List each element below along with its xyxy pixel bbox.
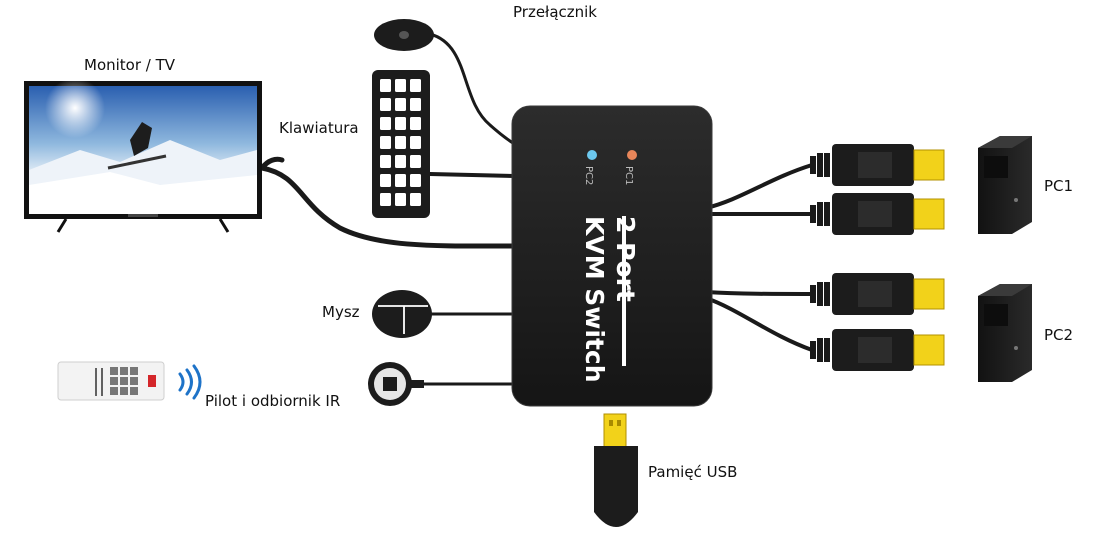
pc1-tower [978, 136, 1032, 234]
ir-receiver [368, 362, 424, 406]
pc1-cable-a [704, 163, 814, 210]
mouse-device [372, 290, 432, 338]
cables [259, 32, 814, 386]
monitor-cable [259, 165, 518, 249]
ir-signal-icon [178, 364, 202, 400]
pc1-label: PC1 [1044, 177, 1074, 195]
remote-button [130, 377, 138, 385]
keyboard-key [395, 117, 406, 130]
monitor-tv [24, 78, 262, 233]
pc2-cable-b [704, 296, 814, 352]
remote-button [110, 367, 118, 375]
keyboard-label: Klawiatura [279, 119, 359, 137]
mouse-label: Mysz [322, 303, 360, 321]
switch-button-device [374, 19, 434, 51]
keyboard-key [410, 155, 421, 168]
keyboard-cable [428, 172, 517, 178]
pc2-cable-a [704, 290, 814, 296]
usb-stick [594, 413, 638, 527]
usb-label: Pamięć USB [648, 463, 738, 481]
keyboard-key [395, 136, 406, 149]
remote-button [120, 367, 128, 375]
led-pc2-label: PC2 [583, 166, 594, 185]
hdmi-plug [810, 273, 945, 315]
monitor-cable-tail [259, 156, 285, 171]
keyboard-key [410, 79, 421, 92]
keyboard-key [380, 136, 391, 149]
keyboard-device [372, 70, 430, 218]
keyboard-key [380, 117, 391, 130]
kvm-switch-device: PC2 PC1 2 Port KVM Switch [511, 105, 713, 407]
keyboard-key [410, 193, 421, 206]
keyboard-key [395, 79, 406, 92]
keyboard-key [410, 174, 421, 187]
hdmi-plug [810, 144, 945, 186]
keyboard-key [395, 174, 406, 187]
keyboard-key [380, 79, 391, 92]
kvm-title-line2: KVM Switch [580, 216, 609, 383]
monitor-label: Monitor / TV [84, 56, 176, 74]
led-pc1-label: PC1 [623, 166, 634, 185]
keyboard-key [410, 136, 421, 149]
ir-label: Pilot i odbiornik IR [205, 392, 341, 410]
switch-button-cable [428, 32, 518, 147]
hdmi-plug [810, 329, 945, 371]
hdmi-plug [810, 193, 945, 235]
remote-button [130, 387, 138, 395]
hdmi-connectors [810, 144, 945, 371]
ir-remote [57, 361, 165, 401]
keyboard-key [410, 98, 421, 111]
keyboard-key [395, 98, 406, 111]
keyboard-key [395, 155, 406, 168]
keyboard-key [380, 193, 391, 206]
keyboard-key [395, 193, 406, 206]
pc2-tower [978, 284, 1032, 382]
keyboard-key [410, 117, 421, 130]
keyboard-key [380, 174, 391, 187]
remote-button [120, 387, 128, 395]
led-pc1-icon [627, 150, 637, 160]
keyboard-key [380, 98, 391, 111]
remote-button [110, 387, 118, 395]
switch-button-label: Przełącznik [513, 3, 597, 21]
keyboard-key [380, 155, 391, 168]
pc2-label: PC2 [1044, 326, 1074, 344]
remote-button [110, 377, 118, 385]
led-pc2-icon [587, 150, 597, 160]
remote-button [130, 367, 138, 375]
remote-button [120, 377, 128, 385]
